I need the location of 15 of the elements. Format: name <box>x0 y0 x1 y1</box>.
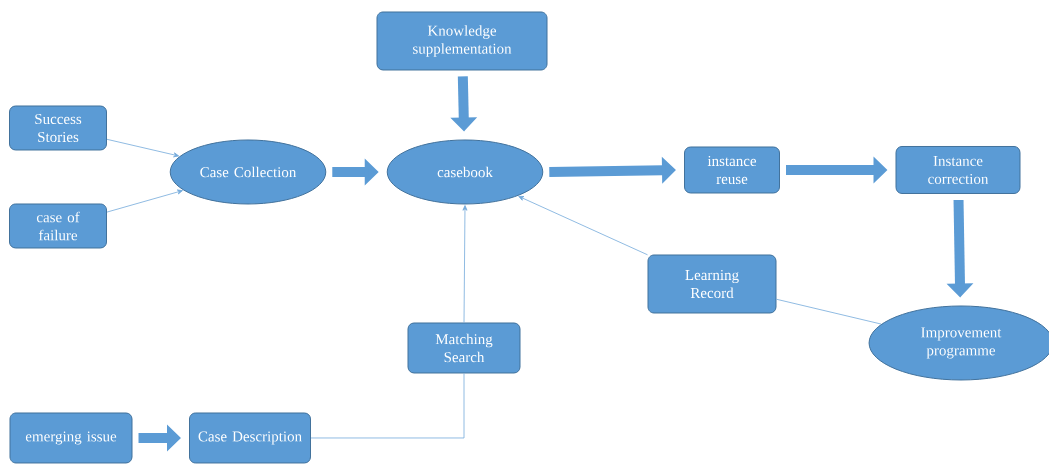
arrow <box>106 189 183 213</box>
process-box: Instance correction <box>895 146 1021 194</box>
process-box: Success Stories <box>9 105 107 151</box>
arrow <box>462 205 468 323</box>
arrow <box>518 196 648 256</box>
process-box: emerging issue <box>9 412 133 464</box>
process-box: Learning Record <box>647 254 777 314</box>
arrow <box>106 138 180 158</box>
process-box: Matching Search <box>407 322 521 374</box>
process-box: case of failure <box>9 203 107 249</box>
process-box: Case Description <box>189 412 311 464</box>
process-box: instance reuse <box>684 146 780 194</box>
connector-line <box>310 373 465 439</box>
process-box: Knowledge supplementation <box>376 11 548 71</box>
connector-line <box>776 298 882 325</box>
